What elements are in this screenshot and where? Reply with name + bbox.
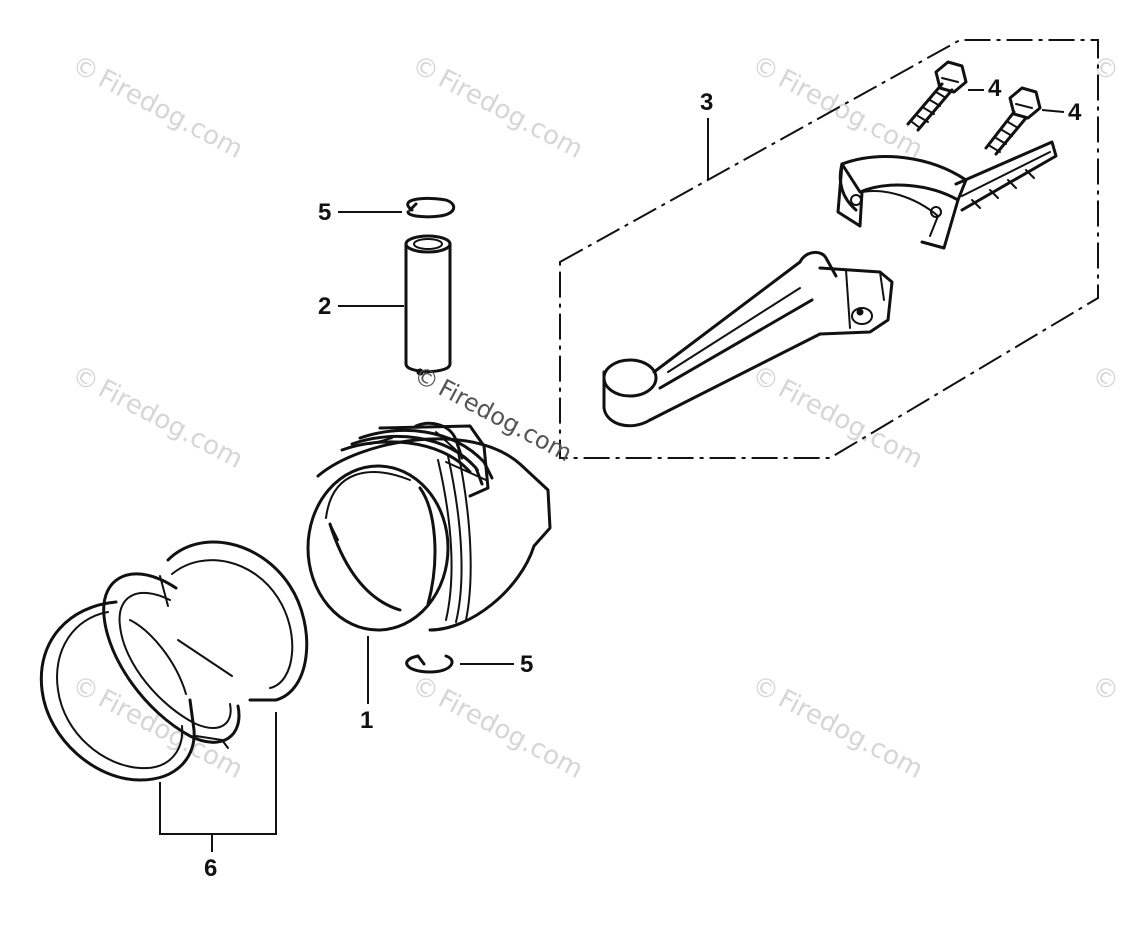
connecting-rod-assembly-boundary [559, 39, 1099, 459]
piston-pin-clip-top[interactable] [406, 196, 456, 219]
watermark-text: Firedog.com [433, 64, 588, 165]
rod-bolt-right[interactable] [984, 86, 1042, 156]
watermark-text: Firedog.com [773, 374, 928, 475]
callout-pin-clip-top: 5 [318, 199, 331, 226]
watermark-foreground: © Firedog.com [409, 361, 577, 468]
watermark-symbol: © [1087, 360, 1124, 399]
leader-lines [159, 89, 1065, 852]
watermark-symbol: © [1087, 670, 1124, 709]
piston-ring-top[interactable] [39, 600, 196, 782]
callout-piston-ring-set: 6 [204, 855, 217, 882]
callout-piston: 1 [360, 707, 373, 734]
watermark-text: Firedog.com [93, 64, 248, 165]
piston-ring-oil[interactable] [166, 540, 309, 702]
callout-rod-bolt-left: 4 [988, 75, 1002, 102]
watermark-symbol: © [1087, 50, 1124, 89]
watermark-layer: © Firedog.com © Firedog.com © Firedog.co… [67, 50, 1124, 785]
watermark-text: Firedog.com [93, 684, 248, 785]
connecting-rod-cap[interactable] [836, 140, 1058, 250]
piston-pin-clip-bottom[interactable] [405, 654, 454, 674]
watermark-text: Firedog.com [93, 374, 248, 475]
rod-bolt-left[interactable] [906, 60, 968, 132]
callout-piston-pin: 2 [318, 293, 331, 320]
connecting-rod[interactable] [602, 251, 894, 428]
piston-ring-set[interactable] [39, 540, 309, 782]
callout-connecting-rod-assembly: 3 [700, 89, 713, 116]
watermark-text: Firedog.com [773, 64, 928, 165]
callout-pin-clip-bottom: 5 [520, 651, 533, 678]
watermark-text: Firedog.com [433, 684, 588, 785]
callout-rod-bolt-right: 4 [1068, 99, 1082, 126]
piston[interactable] [306, 421, 552, 632]
watermark-text: Firedog.com [773, 684, 928, 785]
piston-pin[interactable] [404, 234, 452, 376]
